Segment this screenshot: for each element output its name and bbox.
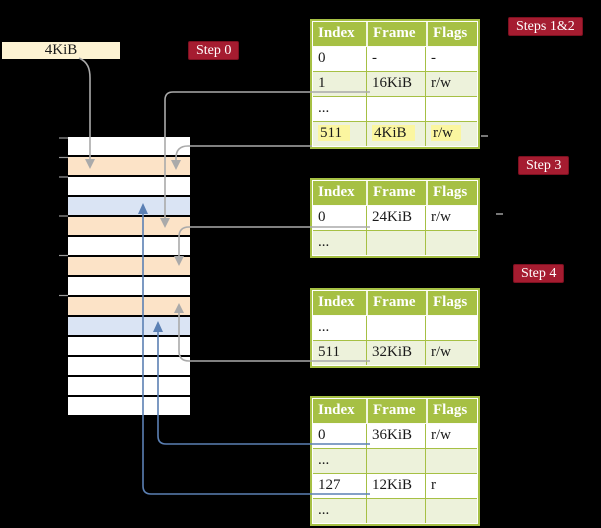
memory-row-data	[68, 197, 190, 215]
table-cell: 36KiB	[366, 424, 425, 448]
memory-row-frame	[68, 217, 190, 235]
table-cell	[366, 499, 425, 523]
table-cell: ...	[318, 502, 330, 518]
table-cell: 511	[313, 122, 366, 146]
column-header-frame: Frame	[366, 399, 426, 423]
memory-row-plain	[68, 337, 190, 355]
table-cell	[425, 449, 475, 473]
physical-memory-column	[68, 137, 190, 415]
frame-size-label: 4KiB	[2, 42, 120, 59]
row-marker-stub	[496, 213, 503, 215]
table-cell: r/w	[425, 341, 475, 365]
table-cell: 16KiB	[366, 72, 425, 96]
table-cell: 0	[318, 50, 326, 66]
table-cell: ...	[318, 234, 330, 250]
table-row: ...	[313, 230, 477, 255]
badge-steps-1-2: Steps 1&2	[508, 17, 583, 36]
table-cell: 0	[318, 427, 326, 443]
badge-step-4: Step 4	[513, 264, 565, 283]
table-row: ...	[313, 498, 477, 523]
arrow-entry511-to-4kib	[171, 145, 312, 170]
badge-step-0: Step 0	[188, 41, 240, 60]
column-header-index: Index	[318, 294, 355, 310]
table-cell: -	[425, 47, 475, 71]
memory-row-frame	[68, 297, 190, 315]
table-cell: ...	[318, 319, 330, 335]
column-header-flags: Flags	[426, 291, 477, 315]
table-row: 0 --	[313, 46, 477, 71]
table-cell: r/w	[425, 122, 475, 146]
table-cell: 24KiB	[366, 206, 425, 230]
table-cell: r/w	[425, 72, 475, 96]
column-header-index: Index	[318, 402, 355, 418]
table-cell: 0	[318, 209, 326, 225]
arrow-entry0-to-36kib	[153, 321, 370, 445]
column-header-frame: Frame	[366, 22, 426, 46]
table-row: ...	[313, 448, 477, 473]
table-cell: 1	[318, 75, 326, 91]
table-cell: ...	[318, 452, 330, 468]
arrow-entry0-to-24kib	[174, 226, 370, 266]
highlighted-value: 511	[318, 125, 350, 141]
column-header-flags: Flags	[426, 399, 477, 423]
arrow-entry511-to-32kib	[174, 303, 370, 362]
table-cell	[366, 316, 425, 340]
row-marker-stub	[481, 135, 488, 137]
arrow-entry127-to-12kib	[138, 203, 370, 495]
table-cell: 511	[318, 344, 340, 360]
highlighted-value: 4KiB	[372, 125, 415, 141]
memory-row-plain	[68, 277, 190, 295]
column-header-flags: Flags	[426, 181, 477, 205]
table-cell	[425, 231, 475, 255]
memory-tick-marks	[59, 137, 68, 297]
table-cell: r/w	[425, 424, 475, 448]
table-cell: -	[366, 47, 425, 71]
table-cell	[425, 499, 475, 523]
arrow-label-to-frame	[78, 57, 95, 169]
memory-row-plain	[68, 137, 190, 155]
memory-row-plain	[68, 357, 190, 375]
column-header-flags: Flags	[426, 22, 477, 46]
table-cell	[425, 97, 475, 121]
column-header-index: Index	[318, 25, 355, 41]
table-row: ...	[313, 315, 477, 340]
memory-row-frame	[68, 257, 190, 275]
column-header-frame: Frame	[366, 291, 426, 315]
memory-row-frame	[68, 157, 190, 175]
arrow-entry1-to-16kib	[160, 91, 370, 228]
table-cell	[366, 97, 425, 121]
table-cell: 12KiB	[366, 474, 425, 498]
table-cell	[425, 316, 475, 340]
memory-row-plain	[68, 377, 190, 395]
column-header-frame: Frame	[366, 181, 426, 205]
table-cell: 127	[318, 477, 341, 493]
table-cell	[366, 231, 425, 255]
table-row: 511 4KiB r/w	[313, 121, 477, 146]
table-cell	[366, 449, 425, 473]
column-header-index: Index	[318, 184, 355, 200]
memory-row-plain	[68, 237, 190, 255]
badge-step-3: Step 3	[518, 156, 570, 175]
table-row: ...	[313, 96, 477, 121]
table-cell: 32KiB	[366, 341, 425, 365]
table-cell: r	[425, 474, 475, 498]
table-cell: ...	[318, 100, 330, 116]
table-cell: r/w	[425, 206, 475, 230]
memory-row-plain	[68, 397, 190, 415]
table-cell: 4KiB	[366, 122, 425, 146]
highlighted-value: r/w	[431, 125, 461, 141]
memory-row-plain	[68, 177, 190, 195]
